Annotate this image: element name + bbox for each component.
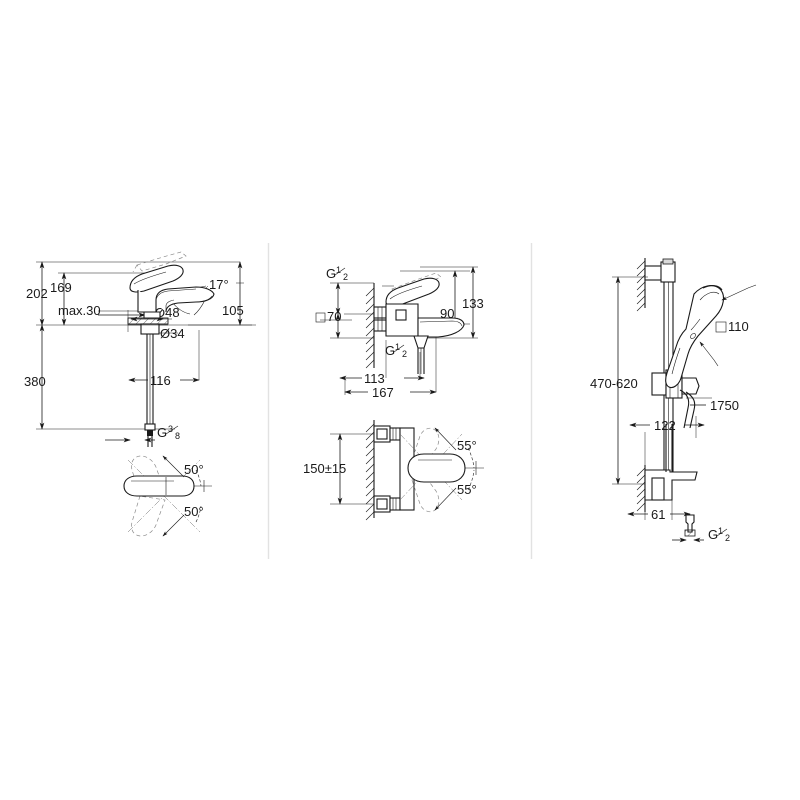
bath-mixer-body <box>373 272 465 374</box>
thread-g38-numerator: 3 <box>168 424 173 434</box>
thread-g12-top-numerator: 1 <box>336 265 341 275</box>
basin-spout-body <box>137 286 215 313</box>
dim-122-label: 122 <box>654 418 676 433</box>
dim-167-label: 167 <box>372 385 394 400</box>
thread-g12-bottom-denominator: 2 <box>402 349 407 359</box>
dim-133-label: 133 <box>462 296 484 311</box>
basin-base-escutcheon <box>127 311 169 335</box>
dim-square110: 110 <box>699 284 757 367</box>
dim-17deg-label: 17° <box>209 277 229 292</box>
dim-380-label: 380 <box>24 374 46 389</box>
thread-g12-bottom-numerator: 1 <box>395 342 400 352</box>
dim-55deg-bottom-label: 55° <box>457 482 477 497</box>
dim-max30-label: max.30 <box>58 303 101 318</box>
dim-105-label: 105 <box>222 303 244 318</box>
dim-133: 133 <box>420 266 484 339</box>
dim-169: 169 <box>50 272 72 326</box>
dim-150: 150±15 <box>303 433 374 505</box>
dim-61-label: 61 <box>651 507 665 522</box>
shower-lower-bracket <box>644 424 698 501</box>
dim-square70: 70 <box>315 309 352 339</box>
thread-g12-bottom: G 1 2 <box>385 342 407 359</box>
basin-shank <box>144 334 156 447</box>
dim-55deg-top: 55° <box>434 427 477 469</box>
panel-bath-mixer: G 1 2 70 G 1 2 90 133 <box>303 265 484 521</box>
basin-spout-plan <box>123 475 195 497</box>
dim-90-label: 90 <box>440 306 454 321</box>
shower-g12-denominator: 2 <box>725 533 730 543</box>
dim-50deg-bottom-label: 50° <box>184 504 204 519</box>
square-symbol-70 <box>315 312 326 323</box>
dim-square70-label: 70 <box>327 309 341 324</box>
dim-167: 167 <box>344 378 437 400</box>
bath-wall-union-bottom <box>373 319 387 332</box>
shower-top-bracket <box>644 258 676 283</box>
thread-g38-denominator: 8 <box>175 431 180 441</box>
dim-1750-label: 1750 <box>710 398 739 413</box>
panel-dividers <box>267 243 533 559</box>
dim-50deg-top: 50° <box>162 455 204 487</box>
thread-g38: G 3 8 <box>105 424 180 443</box>
dim-50deg-bottom: 50° <box>162 504 204 537</box>
bath-diverter-button <box>395 309 407 321</box>
shower-hose <box>679 389 712 429</box>
thread-g12-top-g: G <box>326 266 336 281</box>
dim-116-label: 116 <box>150 373 171 388</box>
panel-basin-mixer: 202 169 max.30 17° 105 <box>24 251 256 537</box>
basin-mixer-body <box>127 251 215 447</box>
shower-g12-connector: G 1 2 <box>672 514 730 543</box>
dim-55deg-top-label: 55° <box>457 438 477 453</box>
dim-square110-label: 110 <box>728 319 749 334</box>
dim-50deg-top-label: 50° <box>184 462 204 477</box>
dim-202: 202 <box>26 261 48 326</box>
dim-61: 61 <box>627 500 691 522</box>
thread-g12-bottom-g: G <box>385 343 395 358</box>
shower-g12-g: G <box>708 527 718 542</box>
dim-113-label: 113 <box>364 371 385 386</box>
dim-d34-label: Ø34 <box>160 326 185 341</box>
bath-wall-union-top <box>373 306 387 319</box>
shower-wall-top <box>636 258 646 312</box>
dim-1750: 1750 <box>690 398 739 413</box>
shower-g12-numerator: 1 <box>718 526 723 536</box>
dim-150-label: 150±15 <box>303 461 346 476</box>
dim-202-label: 202 <box>26 286 48 301</box>
dim-55deg-bottom: 55° <box>434 469 477 511</box>
dim-122: 122 <box>629 416 705 470</box>
dim-116: 116 <box>128 330 200 388</box>
basin-mixer-plan: 50° 50° <box>123 455 212 537</box>
hand-shower <box>665 285 725 389</box>
dim-105: 105 <box>222 261 244 326</box>
dim-90: 90 <box>440 270 458 325</box>
dim-470-620: 470-620 <box>590 276 648 485</box>
thread-g12-top: G 1 2 <box>326 265 348 315</box>
bath-mixer-plan: 150±15 <box>303 420 484 521</box>
square-symbol-110 <box>715 321 727 333</box>
bath-lever-plan <box>407 453 466 483</box>
dim-max30: max.30 <box>58 303 146 318</box>
bath-spout <box>417 317 465 338</box>
dim-d48-label: Ø48 <box>155 305 180 320</box>
dim-169-label: 169 <box>50 280 72 295</box>
dim-113: 113 <box>339 371 425 386</box>
dim-470-620-label: 470-620 <box>590 376 638 391</box>
basin-swivel-ghosts <box>131 455 166 537</box>
thread-g12-top-denominator: 2 <box>343 272 348 282</box>
dim-380: 380 <box>24 324 46 430</box>
hand-shower-body <box>665 285 725 389</box>
panel-shower-rail: 470-620 110 1750 122 <box>590 258 757 543</box>
basin-lever-raised-ghost <box>132 251 187 273</box>
thread-g38-g: G <box>157 425 167 440</box>
